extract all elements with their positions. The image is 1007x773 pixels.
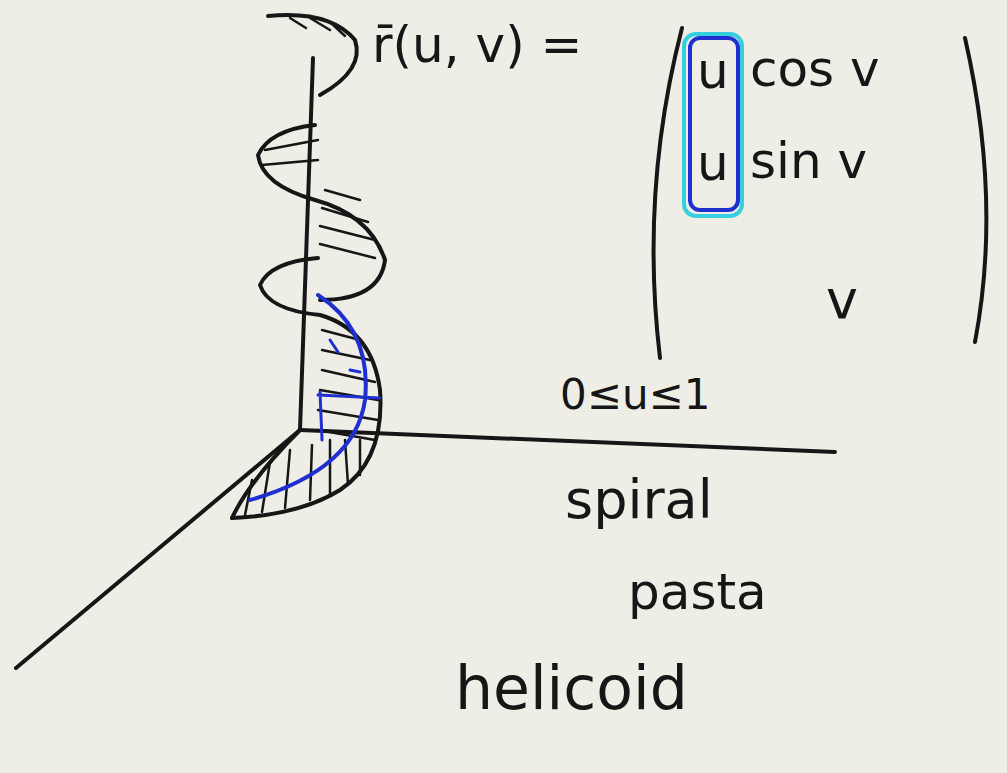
matrix-entry: sin v (750, 134, 867, 189)
note-text: spiral (565, 470, 713, 529)
matrix-entry: u (697, 44, 729, 99)
matrix-entry: v (826, 270, 858, 329)
matrix-entry: cos v (750, 42, 880, 97)
domain-note: 0≤u≤1 (560, 372, 710, 418)
note-text: helicoid (455, 655, 688, 721)
matrix-entry: u (697, 136, 729, 191)
note-text: pasta (628, 565, 767, 620)
formula-lhs: r̄(u, v) = (372, 18, 582, 73)
